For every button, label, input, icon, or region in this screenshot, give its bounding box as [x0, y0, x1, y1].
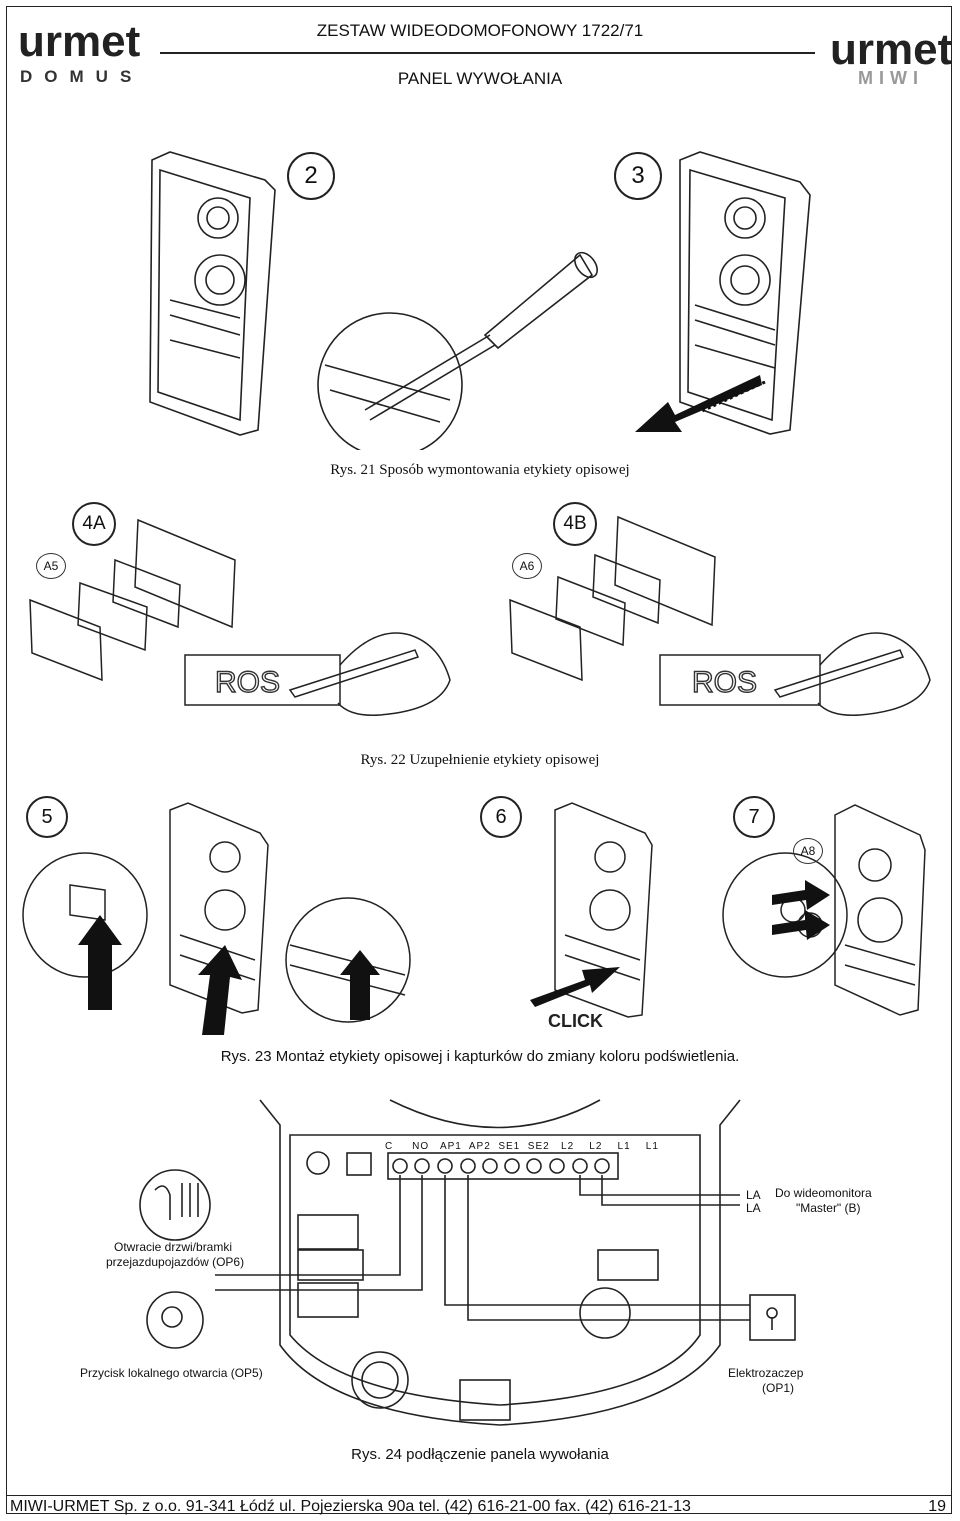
- click-label: CLICK: [548, 1011, 603, 1031]
- urmet-domus-logo: urmet DOMUS: [18, 17, 143, 86]
- terminal-label: SE1: [498, 1141, 521, 1152]
- figure-24-caption: Rys. 24 podłączenie panela wywołania: [351, 1446, 609, 1463]
- op6-label: przejazdupojazdów (OP6): [106, 1255, 245, 1269]
- logo-right-brand: urmet: [830, 25, 953, 74]
- terminal-label-row: C NO AP1 AP2 SE1 SE2 L2 L2 L1 L1: [385, 1141, 658, 1152]
- figure-22-caption: Rys. 22 Uzupełnienie etykiety opisowej: [360, 752, 600, 768]
- terminal-label: NO: [412, 1141, 430, 1152]
- document-subtitle: PANEL WYWOŁANIA: [397, 69, 563, 88]
- step-badge: 7: [733, 796, 775, 838]
- header-rule: [160, 52, 815, 54]
- figure-21-caption: Rys. 21 Sposób wymontowania etykiety opi…: [330, 462, 630, 478]
- logo-right-sub: MIWI: [858, 68, 924, 88]
- figure-23-caption: Rys. 23 Montaż etykiety opisowej i kaptu…: [220, 1048, 740, 1065]
- la-label: LA: [746, 1201, 761, 1215]
- step-badge: 4B: [553, 502, 597, 546]
- monitor-label: Do wideomonitora: [775, 1186, 872, 1200]
- page-frame: [6, 6, 952, 1514]
- label-text-right: ROS: [692, 666, 757, 699]
- document-title: ZESTAW WIDEODOMOFONOWY 1722/71: [316, 21, 644, 40]
- step-badge: 5: [26, 796, 68, 838]
- part-label: A8: [793, 838, 823, 864]
- figure-24-wiring-diagram: [139, 1099, 796, 1426]
- la-label: LA: [746, 1188, 761, 1202]
- terminal-label: AP1: [439, 1141, 462, 1152]
- footer-address: MIWI-URMET Sp. z o.o. 91-341 Łódź ul. Po…: [10, 1498, 691, 1515]
- terminal-label: L1: [645, 1141, 659, 1152]
- step-badge: 4A: [72, 502, 116, 546]
- urmet-miwi-logo: urmet MIWI: [830, 25, 953, 88]
- step-badge: 3: [614, 152, 662, 200]
- op5-label: Przycisk lokalnego otwarcia (OP5): [80, 1366, 263, 1380]
- footer-rule: [6, 1495, 952, 1496]
- terminal-label: SE2: [527, 1141, 550, 1152]
- op1-label: Elektrozaczep: [728, 1366, 804, 1380]
- figure-21-illustration: [149, 151, 811, 450]
- logo-left-brand: urmet: [18, 17, 141, 66]
- terminal-label: L2: [561, 1141, 575, 1152]
- step-badge: 6: [480, 796, 522, 838]
- terminal-label: AP2: [468, 1141, 491, 1152]
- part-label: A5: [36, 553, 66, 579]
- step-badge: 2: [287, 152, 335, 200]
- logo-left-sub: DOMUS: [20, 67, 143, 86]
- figure-22-illustration: ROS ROS: [29, 515, 931, 716]
- terminal-label: C: [385, 1141, 394, 1152]
- op6-label: Otwracie drzwi/bramki: [114, 1240, 233, 1254]
- figure-23-illustration: CLICK: [22, 802, 926, 1035]
- part-label: A6: [512, 553, 542, 579]
- label-text-left: ROS: [215, 666, 280, 699]
- terminal-label: L2: [589, 1141, 603, 1152]
- op1-label: (OP1): [762, 1381, 795, 1395]
- terminal-label: L1: [617, 1141, 631, 1152]
- page-number: 19: [928, 1498, 946, 1515]
- monitor-label: "Master" (B): [796, 1201, 861, 1215]
